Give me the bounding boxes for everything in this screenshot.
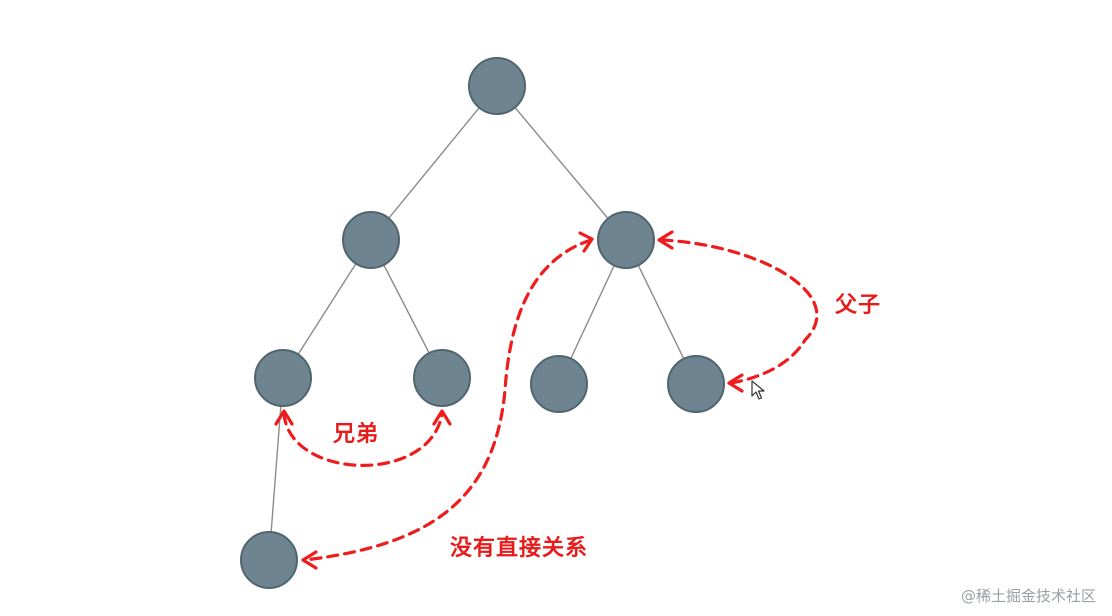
- sibling-arrowhead-left: [274, 409, 294, 426]
- watermark: @稀土掘金技术社区: [960, 587, 1096, 605]
- node-right-child: [597, 211, 655, 269]
- no-relation-arrowhead-bottom: [301, 550, 318, 570]
- sibling-relation-arrow: [274, 409, 452, 467]
- tree-edges: [268, 85, 697, 561]
- parent-child-label: 父子: [835, 293, 882, 318]
- sibling-arrow-path: [282, 412, 444, 467]
- node-bottom: [240, 531, 298, 589]
- edge-leftleaf-bottom: [268, 377, 284, 561]
- node-right-left-leaf: [530, 355, 588, 413]
- mouse-cursor-icon: [751, 380, 765, 400]
- node-root: [468, 57, 526, 115]
- edge-root-left: [370, 85, 498, 241]
- parent-child-arrowhead-bottom: [727, 373, 744, 393]
- no-direct-relation-label: 没有直接关系: [450, 536, 589, 561]
- tree-nodes: [240, 57, 725, 589]
- siblings-label: 兄弟: [333, 422, 380, 447]
- node-left-child: [342, 211, 400, 269]
- no-relation-arrow-path: [303, 238, 593, 562]
- no-relation-arrowhead-top: [578, 231, 594, 253]
- parent-child-relation-arrow: [657, 230, 819, 393]
- edge-root-right: [496, 85, 627, 241]
- node-right-right-leaf: [667, 355, 725, 413]
- node-left-right-leaf: [413, 349, 471, 407]
- parent-child-arrow-path: [660, 238, 819, 385]
- sibling-arrowhead-right: [432, 409, 452, 426]
- parent-child-arrowhead-top: [657, 230, 674, 250]
- no-relation-arrow: [301, 231, 594, 570]
- node-left-left-leaf: [254, 349, 312, 407]
